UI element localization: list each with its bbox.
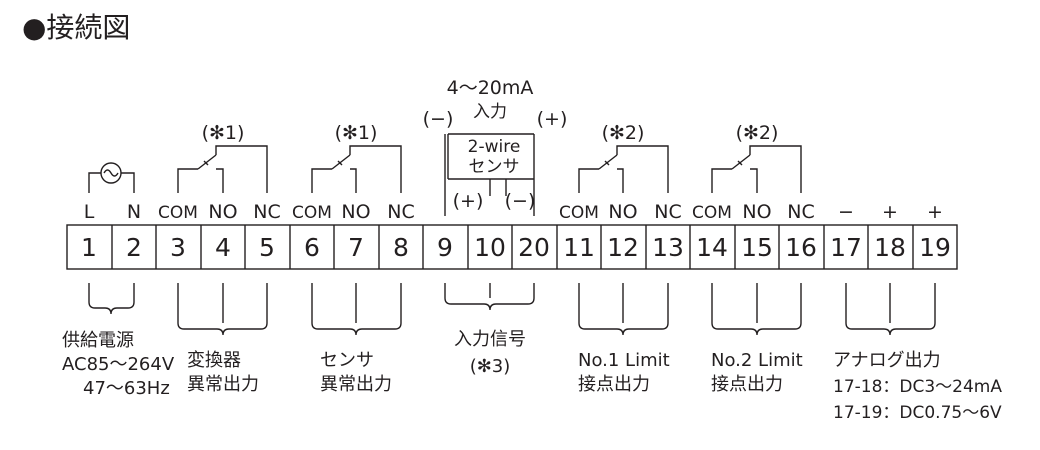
terminal-number: 8: [393, 233, 409, 262]
terminal-number: 20: [518, 233, 550, 262]
input-signal-note: (✻3): [470, 356, 511, 377]
terminal-number: 11: [563, 233, 595, 262]
terminal-number: 6: [304, 233, 320, 262]
terminal-label-nc: NC: [253, 201, 280, 223]
relay-contact-symbol: [177, 145, 268, 193]
limit2-subtitle: 接点出力: [711, 374, 783, 395]
terminal-label-no: NO: [742, 201, 771, 223]
input-sensor-wiring: [444, 133, 535, 216]
terminal-number: 15: [741, 233, 773, 262]
group-brace: [845, 283, 936, 336]
analog-range-18: 17-18：DC3～24mA: [833, 377, 1002, 397]
relay-contact-symbol: [711, 145, 802, 193]
converter-title: 変換器: [187, 350, 241, 371]
limit1-group-label: No.1 Limit 接点出力: [578, 350, 670, 395]
analog-range-19: 17-19：DC0.75～6V: [833, 403, 1002, 423]
group-brace: [711, 283, 802, 336]
terminal-label-com: COM: [158, 203, 198, 223]
terminal-label-nc: NC: [654, 201, 681, 223]
terminal-label-com: COM: [292, 203, 332, 223]
input-signal-title: 入力信号: [454, 329, 526, 350]
page-title: ●接続図: [22, 11, 130, 44]
terminal-label-minus: −: [838, 201, 854, 223]
terminal-label-com: COM: [559, 203, 599, 223]
terminal-number: 2: [126, 233, 142, 262]
terminal-label-plus: +: [882, 201, 898, 223]
terminal-number: 12: [607, 233, 639, 262]
relay-note: (✻1): [335, 122, 378, 144]
terminal-label-n: N: [127, 201, 141, 223]
ac-source-symbol: [88, 162, 135, 193]
sensor-minus-label: (−): [505, 190, 536, 212]
terminal-label-nc: NC: [787, 201, 814, 223]
terminal-label-com: COM: [692, 203, 732, 223]
input-signal-range: 4～20mA: [447, 77, 534, 99]
limit2-title: No.2 Limit: [711, 350, 803, 371]
group-brace: [88, 283, 135, 315]
limit1-title: No.1 Limit: [578, 350, 670, 371]
limit2-group-label: No.2 Limit 接点出力: [711, 350, 803, 395]
converter-subtitle: 異常出力: [187, 374, 259, 395]
power-frequency: 47～63Hz: [83, 378, 170, 399]
relay-contact-symbol: [311, 145, 402, 193]
sensor-group-label: センサ 異常出力: [320, 350, 392, 395]
sensor-plus-label: (+): [453, 190, 484, 212]
terminal-number: 4: [215, 233, 231, 262]
terminal-number: 17: [830, 233, 862, 262]
sensor-type: 2-wire: [468, 137, 521, 157]
limit1-subtitle: 接点出力: [578, 374, 650, 395]
group-brace: [578, 283, 669, 336]
terminal-label-no: NO: [208, 201, 237, 223]
relay-note: (✻1): [202, 122, 245, 144]
input-plus-label: (+): [537, 108, 568, 130]
power-title: 供給電源: [62, 330, 134, 351]
terminal-number: 19: [919, 233, 951, 262]
converter-group-label: 変換器 異常出力: [187, 350, 259, 395]
group-brace: [177, 283, 268, 336]
terminal-number: 7: [348, 233, 364, 262]
terminal-number: 18: [874, 233, 906, 262]
analog-group-label: アナログ出力 17-18：DC3～24mA 17-19：DC0.75～6V: [833, 350, 1002, 423]
group-brace: [311, 283, 402, 336]
sensor-subtitle: 異常出力: [320, 374, 392, 395]
power-group-label: 供給電源 AC85～264V 47～63Hz: [62, 330, 175, 399]
terminal-label-no: NO: [608, 201, 637, 223]
input-group-label: 入力信号 (✻3): [454, 329, 526, 377]
terminal-number: 16: [785, 233, 817, 262]
input-label: 入力: [473, 102, 507, 122]
terminal-label-nc: NC: [387, 201, 414, 223]
sensor-label: センサ: [469, 157, 520, 177]
terminal-block: 1 2 3 4 5 6 7 8 9 10 20 11 12 13 14 15 1…: [66, 224, 958, 270]
terminal-number: 1: [81, 233, 97, 262]
terminal-label-l: L: [84, 201, 95, 223]
relay-note: (✻2): [736, 122, 779, 144]
terminal-number: 10: [474, 233, 506, 262]
terminal-number: 9: [437, 233, 453, 262]
analog-title: アナログ出力: [833, 350, 941, 371]
terminal-label-plus: +: [927, 201, 943, 223]
terminal-label-no: NO: [341, 201, 370, 223]
terminal-number: 3: [170, 233, 186, 262]
terminal-number: 13: [652, 233, 684, 262]
relay-contact-symbol: [578, 145, 669, 193]
terminal-number: 14: [696, 233, 728, 262]
sensor-title: センサ: [320, 350, 374, 371]
power-voltage: AC85～264V: [62, 354, 175, 375]
terminal-number: 5: [259, 233, 275, 262]
relay-note: (✻2): [602, 122, 645, 144]
input-minus-label: (−): [423, 108, 454, 130]
group-brace: [444, 283, 535, 311]
